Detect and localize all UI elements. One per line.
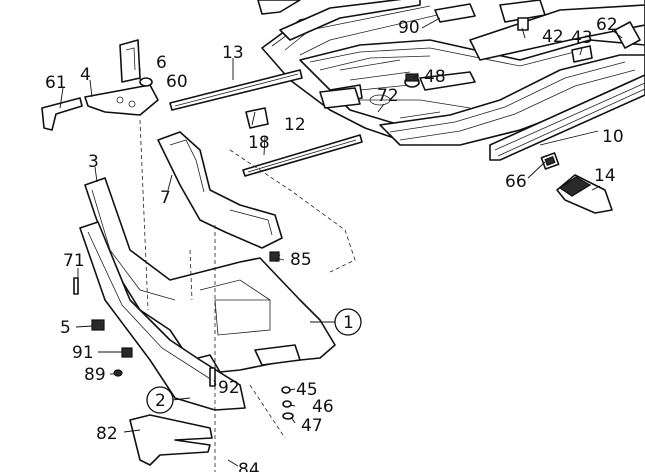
part-4-bracket xyxy=(84,84,159,116)
washer-stack-45-47 xyxy=(281,386,294,420)
callout-6: 6 xyxy=(156,53,167,73)
callout-66: 66 xyxy=(505,172,527,192)
part-66-grommet xyxy=(540,152,560,170)
sill-rail-13 xyxy=(169,69,303,111)
callout-62: 62 xyxy=(596,15,618,35)
sill-rail-12 xyxy=(242,134,363,177)
part-61-bracket xyxy=(41,97,83,131)
leader-lines xyxy=(59,17,623,467)
callout-82: 82 xyxy=(96,424,118,444)
callout-2: 2 xyxy=(155,391,166,411)
callout-14: 14 xyxy=(594,166,616,186)
callout-18: 18 xyxy=(248,133,270,153)
part-89-nut xyxy=(113,369,123,377)
callout-84: 84 xyxy=(238,460,260,472)
callout-72: 72 xyxy=(377,86,399,106)
callout-2-circle xyxy=(146,386,174,414)
part-92-bolt xyxy=(209,367,216,387)
part-71-bolt xyxy=(73,277,79,295)
part-5-clip xyxy=(91,319,105,331)
part-60-nut xyxy=(139,77,153,87)
part-48-plug xyxy=(404,73,420,88)
callout-91: 91 xyxy=(72,343,94,363)
part-14-duct xyxy=(556,174,613,214)
crossmember-7 xyxy=(157,131,283,249)
callout-60: 60 xyxy=(166,72,188,92)
callout-4: 4 xyxy=(80,65,91,85)
part-85-bolt xyxy=(269,251,280,262)
part-91-grommet xyxy=(121,347,133,358)
floor-pan-assembly xyxy=(257,0,645,146)
callout-48: 48 xyxy=(424,67,446,87)
callout-10: 10 xyxy=(602,127,624,147)
callout-45: 45 xyxy=(296,380,318,400)
callout-90: 90 xyxy=(398,18,420,38)
callout-42: 42 xyxy=(542,27,564,47)
callout-13: 13 xyxy=(222,43,244,63)
callout-71: 71 xyxy=(63,251,85,271)
side-arm-2 xyxy=(79,221,246,411)
callout-1: 1 xyxy=(343,313,354,333)
bracket-82 xyxy=(129,414,213,466)
callout-46: 46 xyxy=(312,397,334,417)
callout-47: 47 xyxy=(301,416,323,436)
part-18-cover xyxy=(245,107,269,129)
callout-12: 12 xyxy=(284,115,306,135)
callout-61: 61 xyxy=(45,73,67,93)
callout-43: 43 xyxy=(571,28,593,48)
callout-labels: 1 2 3 4 5 6 7 10 12 13 14 18 42 43 45 46… xyxy=(45,15,624,472)
small-brackets-top xyxy=(434,0,641,63)
part-6-plate xyxy=(119,39,141,83)
callout-5: 5 xyxy=(60,318,71,338)
callout-3: 3 xyxy=(88,152,99,172)
callout-7: 7 xyxy=(160,188,171,208)
assembly-guide-lines xyxy=(139,119,356,472)
callout-89: 89 xyxy=(84,365,106,385)
rail-part-10 xyxy=(489,74,645,161)
callout-92: 92 xyxy=(218,378,240,398)
part-72-panel xyxy=(319,87,361,109)
callout-1-circle xyxy=(334,308,362,336)
callout-85: 85 xyxy=(290,250,312,270)
main-frame-3 xyxy=(84,177,336,373)
